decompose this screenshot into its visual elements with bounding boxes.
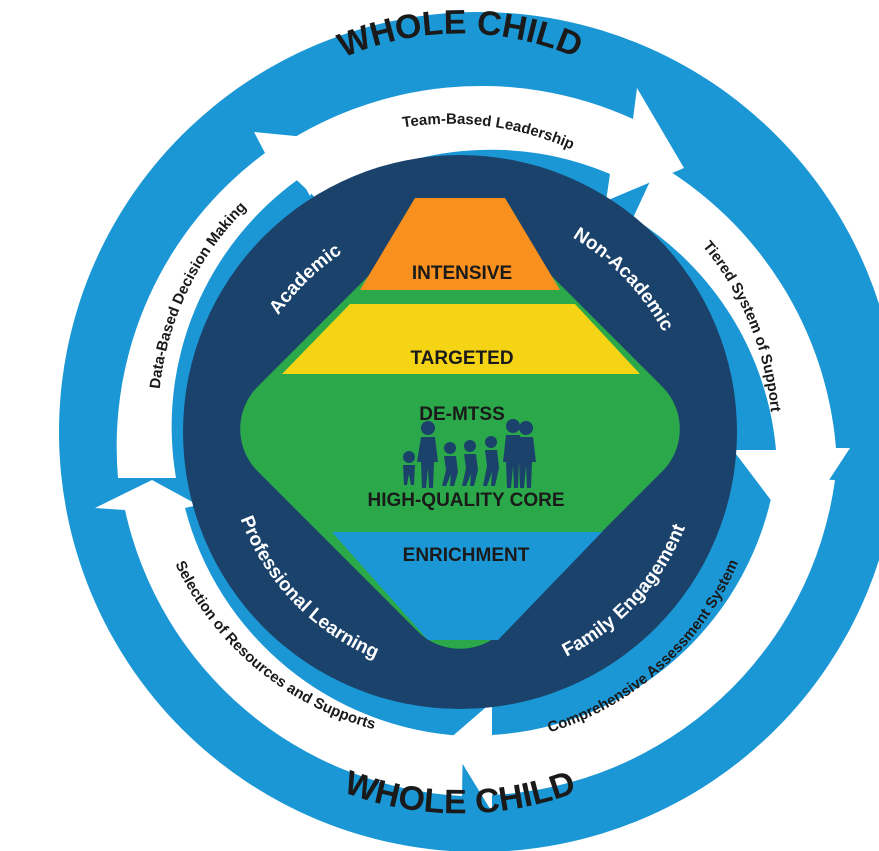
arrow-data-based-decision-making bbox=[116, 132, 336, 478]
core-title-label: DE-MTSS bbox=[419, 404, 505, 425]
core-tier-label: HIGH-QUALITY CORE bbox=[367, 490, 564, 511]
component-cycle-band bbox=[95, 85, 850, 812]
arrow-tiered-system-of-support bbox=[633, 164, 850, 532]
arrow-selection-of-resources bbox=[95, 480, 463, 796]
tier-enrichment-label: ENRICHMENT bbox=[403, 545, 530, 566]
tier-enrichment bbox=[332, 532, 602, 640]
tier-intensive-label: INTENSIVE bbox=[412, 263, 512, 284]
family-silhouette-icon bbox=[403, 419, 536, 488]
tier-targeted-label: TARGETED bbox=[410, 348, 513, 369]
arrow-comprehensive-assessment-system bbox=[448, 478, 835, 812]
tier-targeted bbox=[282, 304, 640, 374]
tier-intensive bbox=[360, 198, 560, 290]
